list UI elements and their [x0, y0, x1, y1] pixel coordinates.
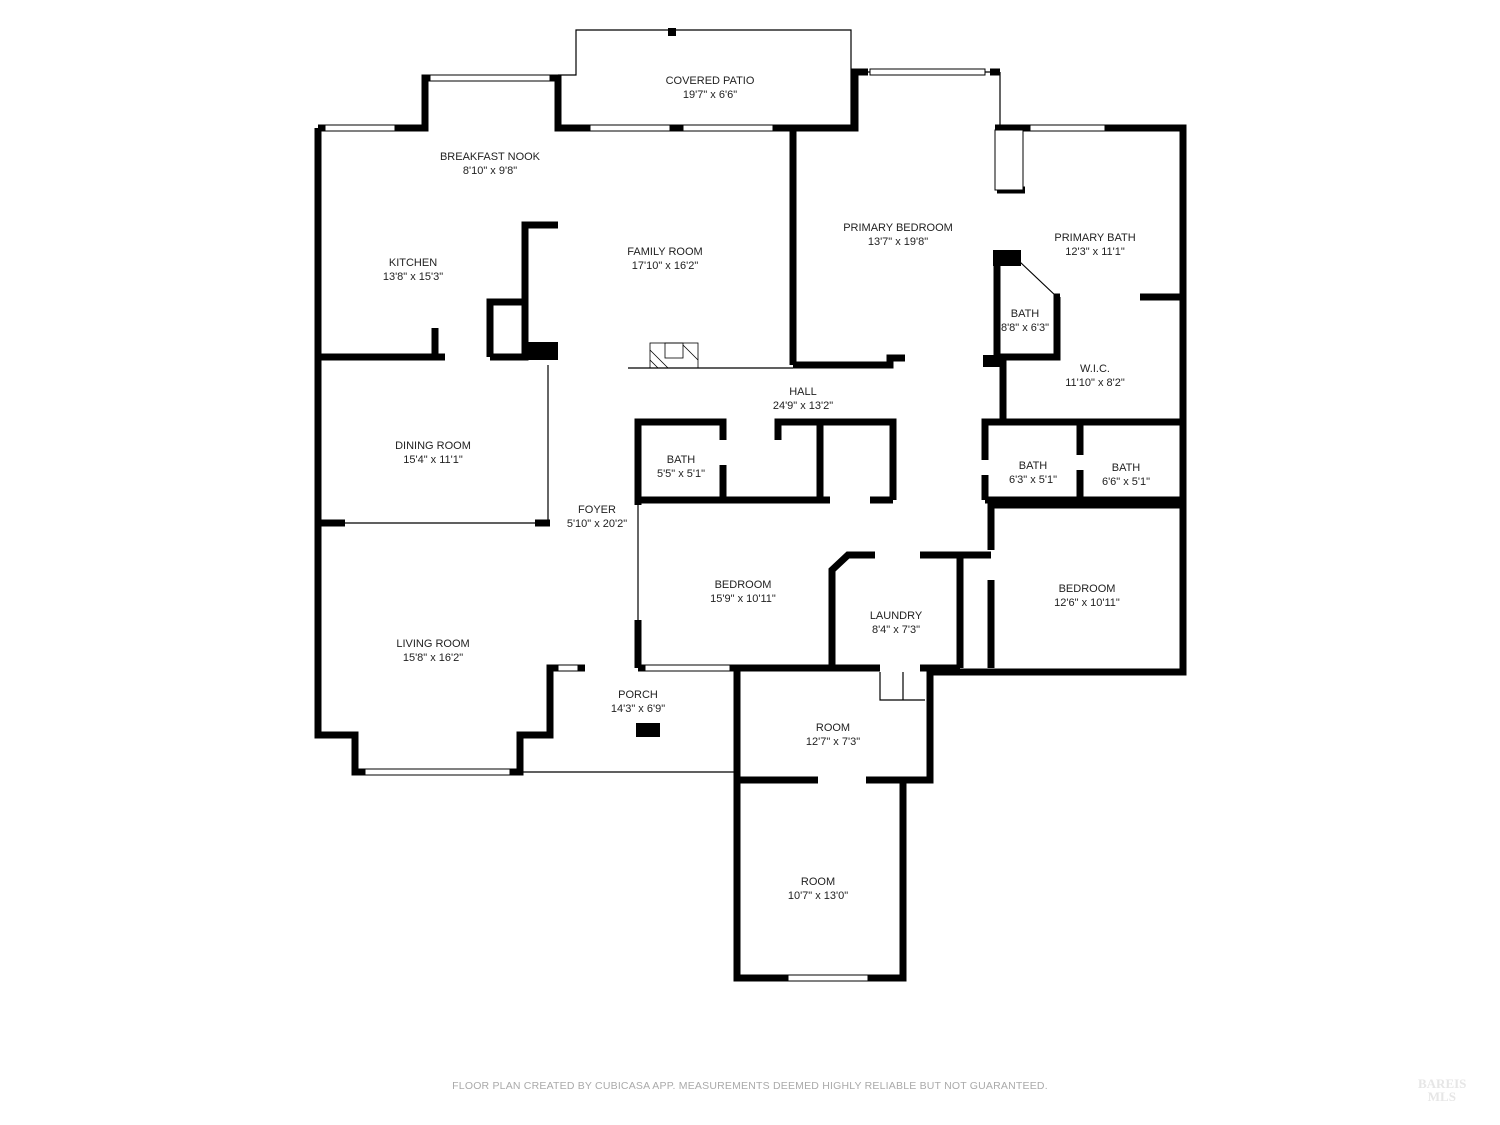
room-name: BREAKFAST NOOK — [439, 151, 541, 163]
room-dims: 6'3" x 5'1" — [1008, 474, 1058, 486]
room-label-laundry: LAUNDRY 8'4" x 7'3" — [870, 609, 922, 637]
room-dims: 13'7" x 19'8" — [867, 236, 929, 248]
room-name: BATH — [666, 454, 696, 466]
thin-lines — [317, 29, 1184, 978]
room-name: BATH — [1111, 462, 1141, 474]
room-label-bedroom-2: BEDROOM 12'6" x 10'11" — [1054, 582, 1120, 610]
room-label-hall: HALL 24'9" x 13'2" — [773, 385, 833, 413]
room-dims: 14'3" x 6'9" — [610, 703, 666, 715]
room-label-covered-patio: COVERED PATIO 19'7" x 6'6" — [666, 74, 755, 102]
room-name: PORCH — [618, 689, 658, 701]
wall-blocks — [525, 28, 1021, 737]
room-name: KITCHEN — [388, 257, 438, 269]
room-name: ROOM — [815, 722, 851, 734]
room-dims: 13'8" x 15'3" — [382, 271, 444, 283]
room-dims: 15'9" x 10'11" — [710, 593, 776, 605]
room-dims: 12'6" x 10'11" — [1054, 597, 1120, 609]
room-label-foyer: FOYER 5'10" x 20'2" — [567, 503, 627, 531]
room-label-porch: PORCH 14'3" x 6'9" — [611, 688, 665, 716]
room-dims: 12'3" x 11'1" — [1065, 246, 1125, 258]
room-name: W.I.C. — [1080, 363, 1110, 375]
room-name: BEDROOM — [1058, 583, 1116, 595]
room-label-wic: W.I.C. 11'10" x 8'2" — [1065, 362, 1125, 390]
room-dims: 5'10" x 20'2" — [566, 518, 628, 530]
mls-logo: BAREIS MLS — [1418, 1076, 1467, 1104]
room-label-bedroom-1: BEDROOM 15'9" x 10'11" — [710, 578, 776, 606]
room-label-living-room: LIVING ROOM 15'8" x 16'2" — [396, 637, 469, 665]
room-dims: 8'10" x 9'8" — [462, 165, 518, 177]
room-label-family-room: FAMILY ROOM 17'10" x 16'2" — [627, 245, 702, 273]
room-label-bath-primary: BATH 8'8" x 6'3" — [1001, 307, 1049, 335]
room-name: DINING ROOM — [395, 440, 471, 452]
room-dims: 19'7" x 6'6" — [682, 89, 738, 101]
room-name: FOYER — [578, 504, 616, 516]
room-label-kitchen: KITCHEN 13'8" x 15'3" — [383, 256, 443, 284]
room-dims: 15'4" x 11'1" — [403, 454, 463, 466]
room-label-room-1: ROOM 12'7" x 7'3" — [806, 721, 860, 749]
room-dims: 8'4" x 7'3" — [871, 624, 921, 636]
room-name: HALL — [789, 386, 817, 398]
room-name: ROOM — [800, 876, 836, 888]
room-label-breakfast-nook: BREAKFAST NOOK 8'10" x 9'8" — [440, 150, 540, 178]
room-label-bath-hall: BATH 5'5" x 5'1" — [657, 453, 705, 481]
windows — [324, 68, 1106, 982]
room-name: BATH — [1010, 308, 1040, 320]
room-name: LAUNDRY — [869, 610, 923, 622]
room-dims: 10'7" x 13'0" — [787, 890, 849, 902]
room-dims: 24'9" x 13'2" — [772, 400, 834, 412]
room-dims: 12'7" x 7'3" — [805, 736, 861, 748]
room-name: FAMILY ROOM — [627, 246, 703, 258]
room-dims: 15'8" x 16'2" — [402, 652, 464, 664]
room-name: COVERED PATIO — [665, 75, 755, 87]
room-name: BATH — [1018, 460, 1048, 472]
room-label-bath-right2: BATH 6'6" x 5'1" — [1102, 461, 1150, 489]
room-label-bath-right1: BATH 6'3" x 5'1" — [1009, 459, 1057, 487]
walls — [314, 68, 1187, 982]
fireplace-hatch — [649, 342, 699, 369]
room-dims: 17'10" x 16'2" — [631, 260, 699, 272]
room-dims: 11'10" x 8'2" — [1065, 377, 1125, 389]
room-name: BEDROOM — [714, 579, 772, 591]
room-label-room-2: ROOM 10'7" x 13'0" — [788, 875, 848, 903]
room-label-primary-bedroom: PRIMARY BEDROOM 13'7" x 19'8" — [843, 221, 953, 249]
disclaimer-footer: FLOOR PLAN CREATED BY CUBICASA APP. MEAS… — [452, 1080, 1048, 1092]
room-dims: 6'6" x 5'1" — [1101, 476, 1151, 488]
room-name: LIVING ROOM — [396, 638, 470, 650]
room-name: PRIMARY BATH — [1054, 232, 1136, 244]
room-label-dining-room: DINING ROOM 15'4" x 11'1" — [395, 439, 471, 467]
room-dims: 5'5" x 5'1" — [656, 468, 706, 480]
room-dims: 8'8" x 6'3" — [1000, 322, 1050, 334]
room-label-primary-bath: PRIMARY BATH 12'3" x 11'1" — [1054, 231, 1135, 259]
room-name: PRIMARY BEDROOM — [843, 222, 953, 234]
